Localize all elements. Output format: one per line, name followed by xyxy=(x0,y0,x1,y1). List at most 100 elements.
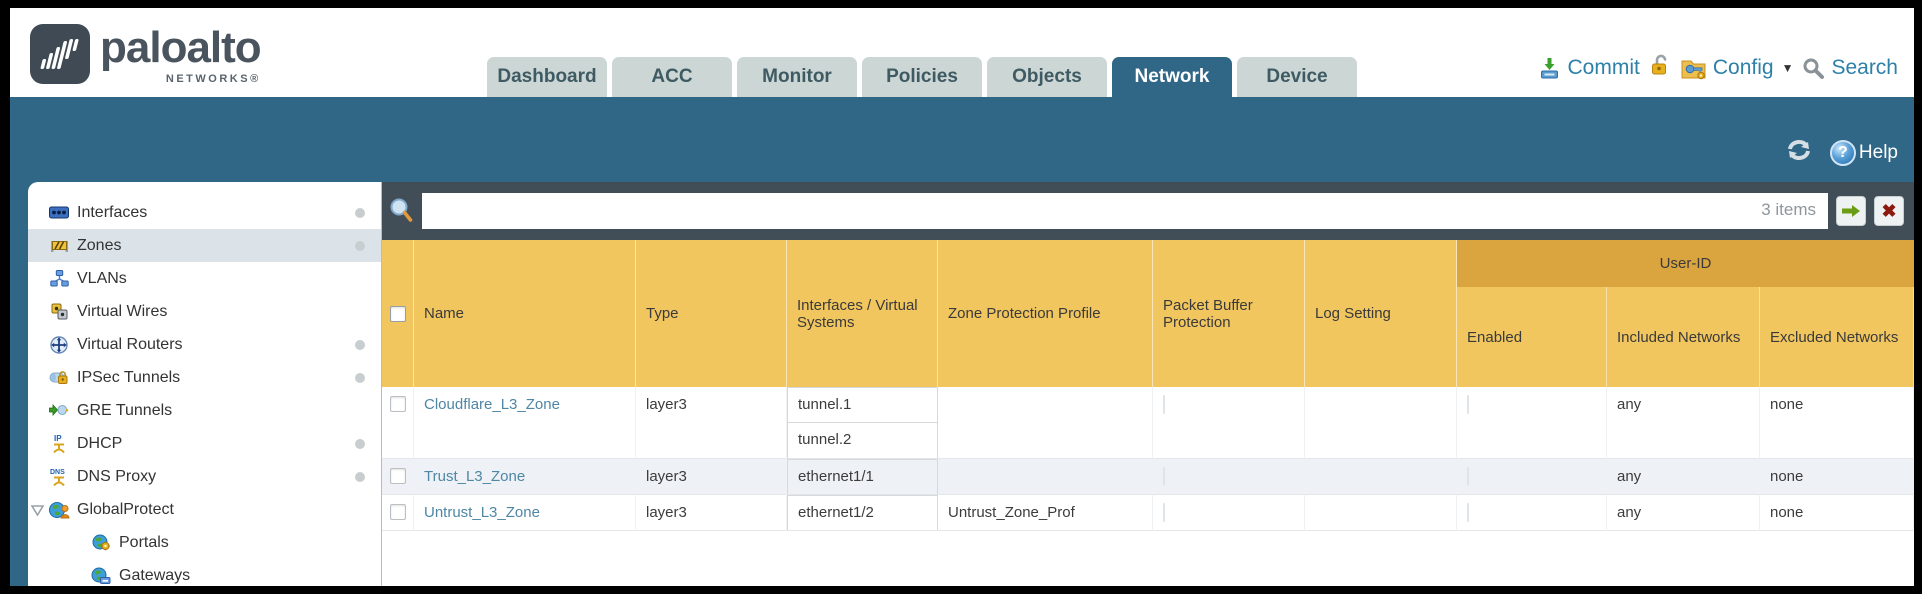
status-dot xyxy=(355,340,365,350)
included-networks-cell: any xyxy=(1607,495,1760,531)
sidebar-item-interfaces[interactable]: Interfaces xyxy=(28,196,381,229)
column-header-interfaces[interactable]: Interfaces / Virtual Systems xyxy=(787,240,938,387)
tab-objects[interactable]: Objects xyxy=(987,57,1107,97)
tab-monitor[interactable]: Monitor xyxy=(737,57,857,97)
items-count: 3 items xyxy=(1761,200,1816,219)
expand-caret-icon[interactable] xyxy=(30,503,45,521)
excluded-networks-cell: none xyxy=(1760,495,1914,531)
commit-button[interactable]: Commit xyxy=(1537,56,1640,80)
sub-header-band: ? Help xyxy=(10,97,1914,182)
brand-subtitle: NETWORKS® xyxy=(165,73,261,85)
column-header-packet-buffer-protection[interactable]: Packet Buffer Protection xyxy=(1153,240,1305,387)
sidebar-item-label: Interfaces xyxy=(77,203,148,221)
vlans-icon xyxy=(48,270,70,287)
column-header-enabled[interactable]: Enabled xyxy=(1457,287,1607,387)
filter-bar: 3 items ✖ xyxy=(382,182,1914,240)
packet-buffer-protection-cell xyxy=(1153,459,1305,495)
column-header-zone-protection-profile[interactable]: Zone Protection Profile xyxy=(938,240,1153,387)
included-networks-cell: any xyxy=(1607,387,1760,459)
column-header-included-networks[interactable]: Included Networks xyxy=(1607,287,1760,387)
ipsec-tunnels-icon xyxy=(48,369,70,386)
sidebar-item-virtual-routers[interactable]: Virtual Routers xyxy=(28,328,381,361)
zones-content: 3 items ✖ Name Type Interfaces / Virtual… xyxy=(382,182,1914,586)
zone-type-cell: layer3 xyxy=(636,387,787,459)
config-icon xyxy=(1681,60,1706,80)
config-menu[interactable]: Config ▼ xyxy=(1680,56,1793,80)
sidebar-item-zones[interactable]: Zones xyxy=(28,229,381,262)
filter-input[interactable] xyxy=(422,193,1828,229)
sidebar-item-label: Virtual Wires xyxy=(77,302,168,320)
packet-buffer-checkbox xyxy=(1163,467,1165,486)
column-header-type[interactable]: Type xyxy=(636,240,787,387)
row-select-checkbox[interactable] xyxy=(382,387,414,459)
packet-buffer-protection-cell xyxy=(1153,495,1305,531)
select-all-checkbox[interactable] xyxy=(382,240,414,387)
row-select-checkbox[interactable] xyxy=(382,495,414,531)
tab-policies[interactable]: Policies xyxy=(862,57,982,97)
interface-entry: tunnel.1 xyxy=(787,387,938,423)
header-action-menu: Commit Config ▼ xyxy=(1537,53,1898,83)
column-header-name[interactable]: Name xyxy=(414,240,636,387)
tab-acc[interactable]: ACC xyxy=(612,57,732,97)
lock-icon[interactable] xyxy=(1649,53,1671,83)
status-dot xyxy=(355,439,365,449)
help-button[interactable]: ? Help xyxy=(1829,139,1898,166)
status-dot xyxy=(355,472,365,482)
sidebar-item-portals[interactable]: Portals xyxy=(28,526,381,559)
help-icon: ? xyxy=(1829,139,1856,166)
sidebar-item-globalprotect[interactable]: GlobalProtect xyxy=(28,493,381,526)
tab-device[interactable]: Device xyxy=(1237,57,1357,97)
sidebar-item-gre-tunnels[interactable]: GRE Tunnels xyxy=(28,394,381,427)
commit-label: Commit xyxy=(1567,56,1640,79)
logo-text: paloalto NETWORKS® xyxy=(100,23,262,86)
zones-icon xyxy=(48,238,70,253)
paloalto-logo-icon xyxy=(30,24,90,84)
portals-icon xyxy=(90,534,112,551)
apply-filter-button[interactable] xyxy=(1836,196,1866,226)
zone-name-link[interactable]: Untrust_L3_Zone xyxy=(424,504,540,521)
sidebar-item-gateways[interactable]: Gateways xyxy=(28,559,381,586)
global-search-button[interactable]: Search xyxy=(1802,56,1898,80)
zone-interfaces-cell: ethernet1/2 xyxy=(787,495,938,531)
packet-buffer-protection-cell xyxy=(1153,387,1305,459)
waveform-bars-icon xyxy=(40,39,79,69)
refresh-button[interactable] xyxy=(1784,137,1814,168)
column-header-excluded-networks[interactable]: Excluded Networks xyxy=(1760,287,1914,387)
row-select-checkbox[interactable] xyxy=(382,459,414,495)
status-dot xyxy=(355,208,365,218)
sidebar-item-label: Virtual Routers xyxy=(77,335,183,353)
tab-network[interactable]: Network xyxy=(1112,57,1232,97)
sidebar-item-label: GlobalProtect xyxy=(77,500,174,518)
main-nav-tabs: Dashboard ACC Monitor Policies Objects N… xyxy=(487,57,1357,97)
zone-type-cell: layer3 xyxy=(636,495,787,531)
brand-name: paloalto xyxy=(100,23,262,72)
interfaces-icon xyxy=(48,206,70,219)
clear-filter-button[interactable]: ✖ xyxy=(1874,196,1904,226)
column-header-log-setting[interactable]: Log Setting xyxy=(1305,240,1457,387)
band-tools: ? Help xyxy=(1784,137,1898,168)
filter-magnifier-icon[interactable] xyxy=(388,197,414,225)
zone-name-link[interactable]: Trust_L3_Zone xyxy=(424,468,526,485)
sidebar-item-label: Gateways xyxy=(119,566,191,584)
sidebar-item-dns-proxy[interactable]: DNS DNS Proxy xyxy=(28,460,381,493)
zone-name-cell: Trust_L3_Zone xyxy=(414,459,636,495)
zone-interfaces-cell: ethernet1/1 xyxy=(787,459,938,495)
sidebar-item-vlans[interactable]: VLANs xyxy=(28,262,381,295)
sidebar-item-label: GRE Tunnels xyxy=(77,401,173,419)
gateways-icon xyxy=(90,567,112,584)
virtual-routers-icon xyxy=(48,335,70,354)
commit-icon xyxy=(1540,58,1558,79)
zone-name-cell: Cloudflare_L3_Zone xyxy=(414,387,636,459)
sidebar-item-ipsec-tunnels[interactable]: IPSec Tunnels xyxy=(28,361,381,394)
sidebar-item-dhcp[interactable]: IP DHCP xyxy=(28,427,381,460)
status-dot xyxy=(355,373,365,383)
virtual-wires-icon xyxy=(48,303,70,320)
table-row: Cloudflare_L3_Zone layer3 tunnel.1 tunne… xyxy=(382,387,1914,459)
zone-type-cell: layer3 xyxy=(636,459,787,495)
user-id-enabled-cell xyxy=(1457,495,1607,531)
sidebar-item-virtual-wires[interactable]: Virtual Wires xyxy=(28,295,381,328)
zone-protection-profile-cell xyxy=(938,459,1153,495)
zone-name-link[interactable]: Cloudflare_L3_Zone xyxy=(424,396,560,413)
green-arrow-icon xyxy=(1842,205,1860,217)
tab-dashboard[interactable]: Dashboard xyxy=(487,57,607,97)
